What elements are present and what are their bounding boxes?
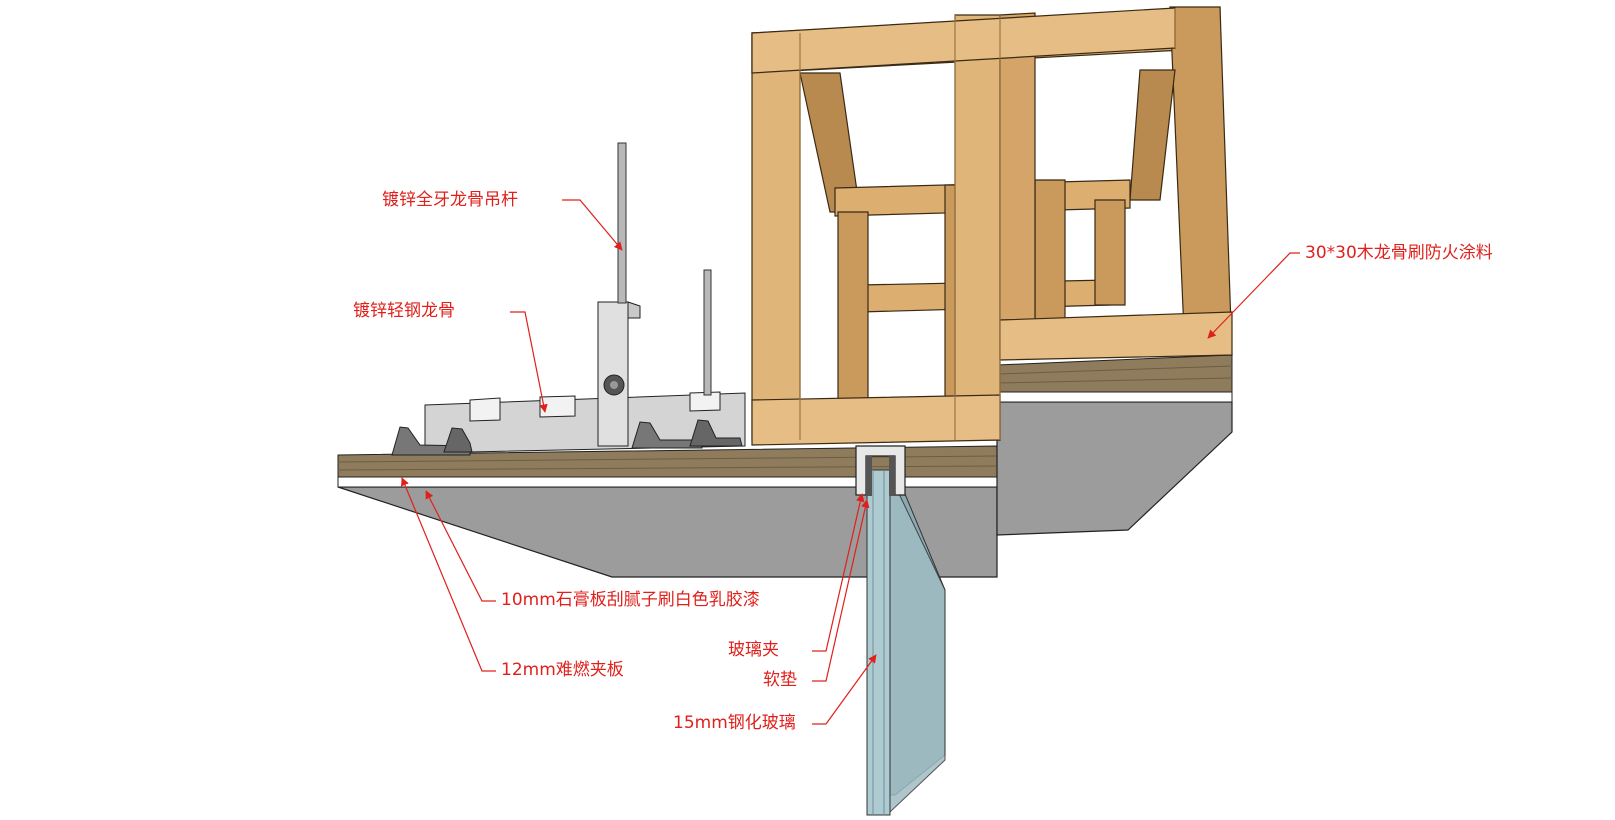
- label-glass-clip: 玻璃夹: [728, 640, 779, 660]
- front-left-column: [751, 32, 801, 441]
- label-hanger-rod: 镀锌全牙龙骨吊杆: [382, 190, 518, 210]
- glass-assembly: [855, 445, 946, 816]
- label-wood-keel: 30*30木龙骨刷防火涂料: [1305, 243, 1493, 263]
- leader-gypsum: [425, 490, 496, 602]
- label-gypsum-board: 10mm石膏板刮腻子刷白色乳胶漆: [501, 590, 760, 610]
- hanger-rod-1: [617, 142, 627, 304]
- c-channel-2: [443, 427, 473, 453]
- leader-light-steel-keel: [510, 311, 548, 413]
- main-keel-channel: [424, 392, 746, 454]
- label-fire-plywood: 12mm难燃夹板: [501, 660, 624, 680]
- leader-tempered-glass: [812, 654, 877, 725]
- leader-hanger-rod: [562, 199, 623, 251]
- right-gypsum-edge: [996, 391, 1233, 403]
- light-steel-keel-assembly: [391, 142, 746, 456]
- wood-keel-frame: [751, 6, 1233, 446]
- annotation-leaders: [401, 199, 1300, 725]
- right-gypsum-underside: [996, 401, 1233, 536]
- soft-pad: [866, 456, 872, 496]
- leader-soft-pad: [812, 499, 870, 682]
- glass-side-face: [889, 474, 946, 814]
- leader-plywood: [401, 477, 496, 672]
- hanger-rod-2: [703, 269, 712, 396]
- leader-wood-keel: [1207, 252, 1300, 339]
- tempered-glass-panel: [866, 469, 891, 816]
- right-plywood-layer: [996, 354, 1233, 393]
- left-ceiling-slab: [337, 445, 998, 578]
- c-channel-4: [689, 419, 743, 447]
- label-soft-pad: 软垫: [763, 670, 797, 690]
- label-light-steel-keel: 镀锌轻钢龙骨: [353, 301, 455, 321]
- leader-glass-clip: [812, 493, 865, 652]
- front-bottom-beam: [751, 394, 1001, 446]
- hanger-bracket: [597, 301, 629, 447]
- label-tempered-glass: 15mm钢化玻璃: [673, 713, 796, 733]
- right-ceiling-slab: [996, 354, 1233, 536]
- c-channel-3: [631, 421, 703, 449]
- front-mid-column: [954, 14, 1001, 441]
